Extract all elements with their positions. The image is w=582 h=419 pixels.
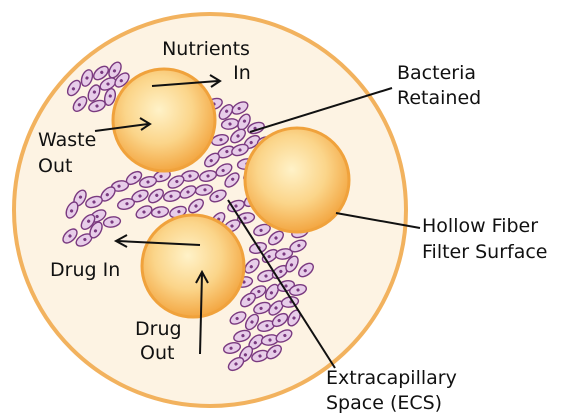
hollow-fiber-bottom <box>142 215 244 317</box>
ecs-label-line2: Space (ECS) <box>326 392 442 414</box>
bacteria-retained-label-line1: Bacteria <box>397 62 476 84</box>
bacteria-retained-label-line2: Retained <box>397 87 481 109</box>
drug-out-label-line1: Drug <box>135 318 182 340</box>
waste-out-label-line1: Waste <box>38 129 96 151</box>
nutrients-in-label-line2: In <box>233 62 251 84</box>
waste-out-label-line2: Out <box>38 155 72 177</box>
drug-in-label: Drug In <box>50 259 120 281</box>
hollow-fiber-right <box>245 128 349 232</box>
ecs-label-line1: Extracapillary <box>326 367 457 389</box>
drug-out-label-line2: Out <box>140 342 174 364</box>
nutrients-in-label-line1: Nutrients <box>162 38 250 60</box>
hollow-fiber-label-line2: Filter Surface <box>422 241 547 263</box>
hollow-fiber-label-line1: Hollow Fiber <box>422 215 538 237</box>
